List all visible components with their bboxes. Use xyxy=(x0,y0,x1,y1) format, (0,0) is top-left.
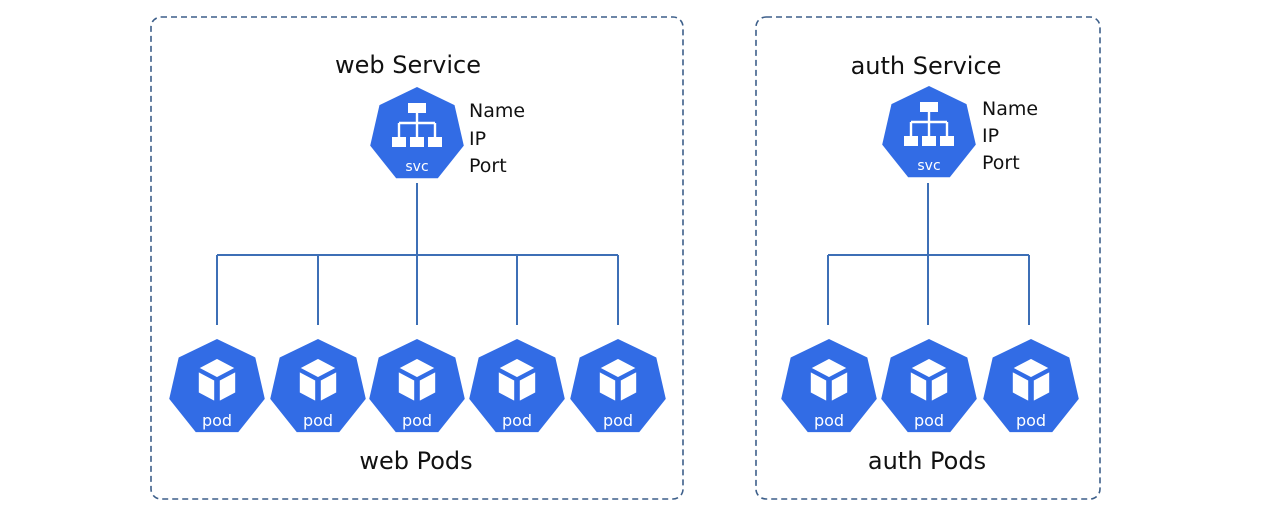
pod-heptagon xyxy=(169,339,265,433)
network-hierarchy-icon xyxy=(392,103,442,147)
web-svc-icon: svc xyxy=(370,87,464,179)
pod-icon: pod xyxy=(369,339,465,433)
cube-icon xyxy=(809,357,849,403)
auth-pod-list: pod pod pod xyxy=(781,339,1079,433)
web-group-boundary xyxy=(150,16,684,500)
cube-icon xyxy=(397,357,437,403)
web-pod-list: pod pod pod pod pod xyxy=(169,339,666,433)
pod-heptagon xyxy=(369,339,465,433)
web-service-title: web Service xyxy=(335,51,481,79)
pod-label: pod xyxy=(814,411,844,430)
auth-service-title: auth Service xyxy=(851,52,1002,80)
pod-label: pod xyxy=(603,411,633,430)
pod-label: pod xyxy=(402,411,432,430)
web-service-group: web Service svc Name IP Port xyxy=(150,16,684,500)
auth-connector-lines xyxy=(827,183,1030,325)
auth-group-boundary xyxy=(755,16,1101,500)
pod-label: pod xyxy=(303,411,333,430)
auth-svc-icon: svc xyxy=(882,86,976,178)
auth-service-group: auth Service svc Name IP Port xyxy=(755,16,1101,500)
cube-icon xyxy=(197,357,237,403)
service-field-port: Port xyxy=(982,152,1020,174)
pod-icon: pod xyxy=(570,339,666,433)
cube-icon xyxy=(497,357,537,403)
pod-icon: pod xyxy=(469,339,565,433)
pod-icon: pod xyxy=(983,339,1079,433)
cube-icon xyxy=(298,357,338,403)
web-connector-lines xyxy=(216,183,619,325)
pod-icon: pod xyxy=(270,339,366,433)
service-field-name: Name xyxy=(982,98,1038,120)
service-field-port: Port xyxy=(469,155,507,177)
pod-icon: pod xyxy=(881,339,977,433)
pod-heptagon xyxy=(881,339,977,433)
pod-label: pod xyxy=(202,411,232,430)
service-field-ip: IP xyxy=(469,128,486,150)
pod-label: pod xyxy=(914,411,944,430)
cube-icon xyxy=(598,357,638,403)
pod-heptagon xyxy=(270,339,366,433)
pod-label: pod xyxy=(502,411,532,430)
svc-label: svc xyxy=(917,158,940,174)
pod-heptagon xyxy=(781,339,877,433)
service-field-name: Name xyxy=(469,100,525,122)
cube-icon xyxy=(1011,357,1051,403)
auth-pods-title: auth Pods xyxy=(868,447,986,475)
pod-heptagon xyxy=(983,339,1079,433)
pod-heptagon xyxy=(570,339,666,433)
pod-label: pod xyxy=(1016,411,1046,430)
pod-icon: pod xyxy=(781,339,877,433)
network-hierarchy-icon xyxy=(904,102,954,146)
web-pods-title: web Pods xyxy=(359,447,472,475)
cube-icon xyxy=(909,357,949,403)
pod-heptagon xyxy=(469,339,565,433)
pod-icon: pod xyxy=(169,339,265,433)
svc-label: svc xyxy=(405,159,428,175)
service-field-ip: IP xyxy=(982,125,999,147)
